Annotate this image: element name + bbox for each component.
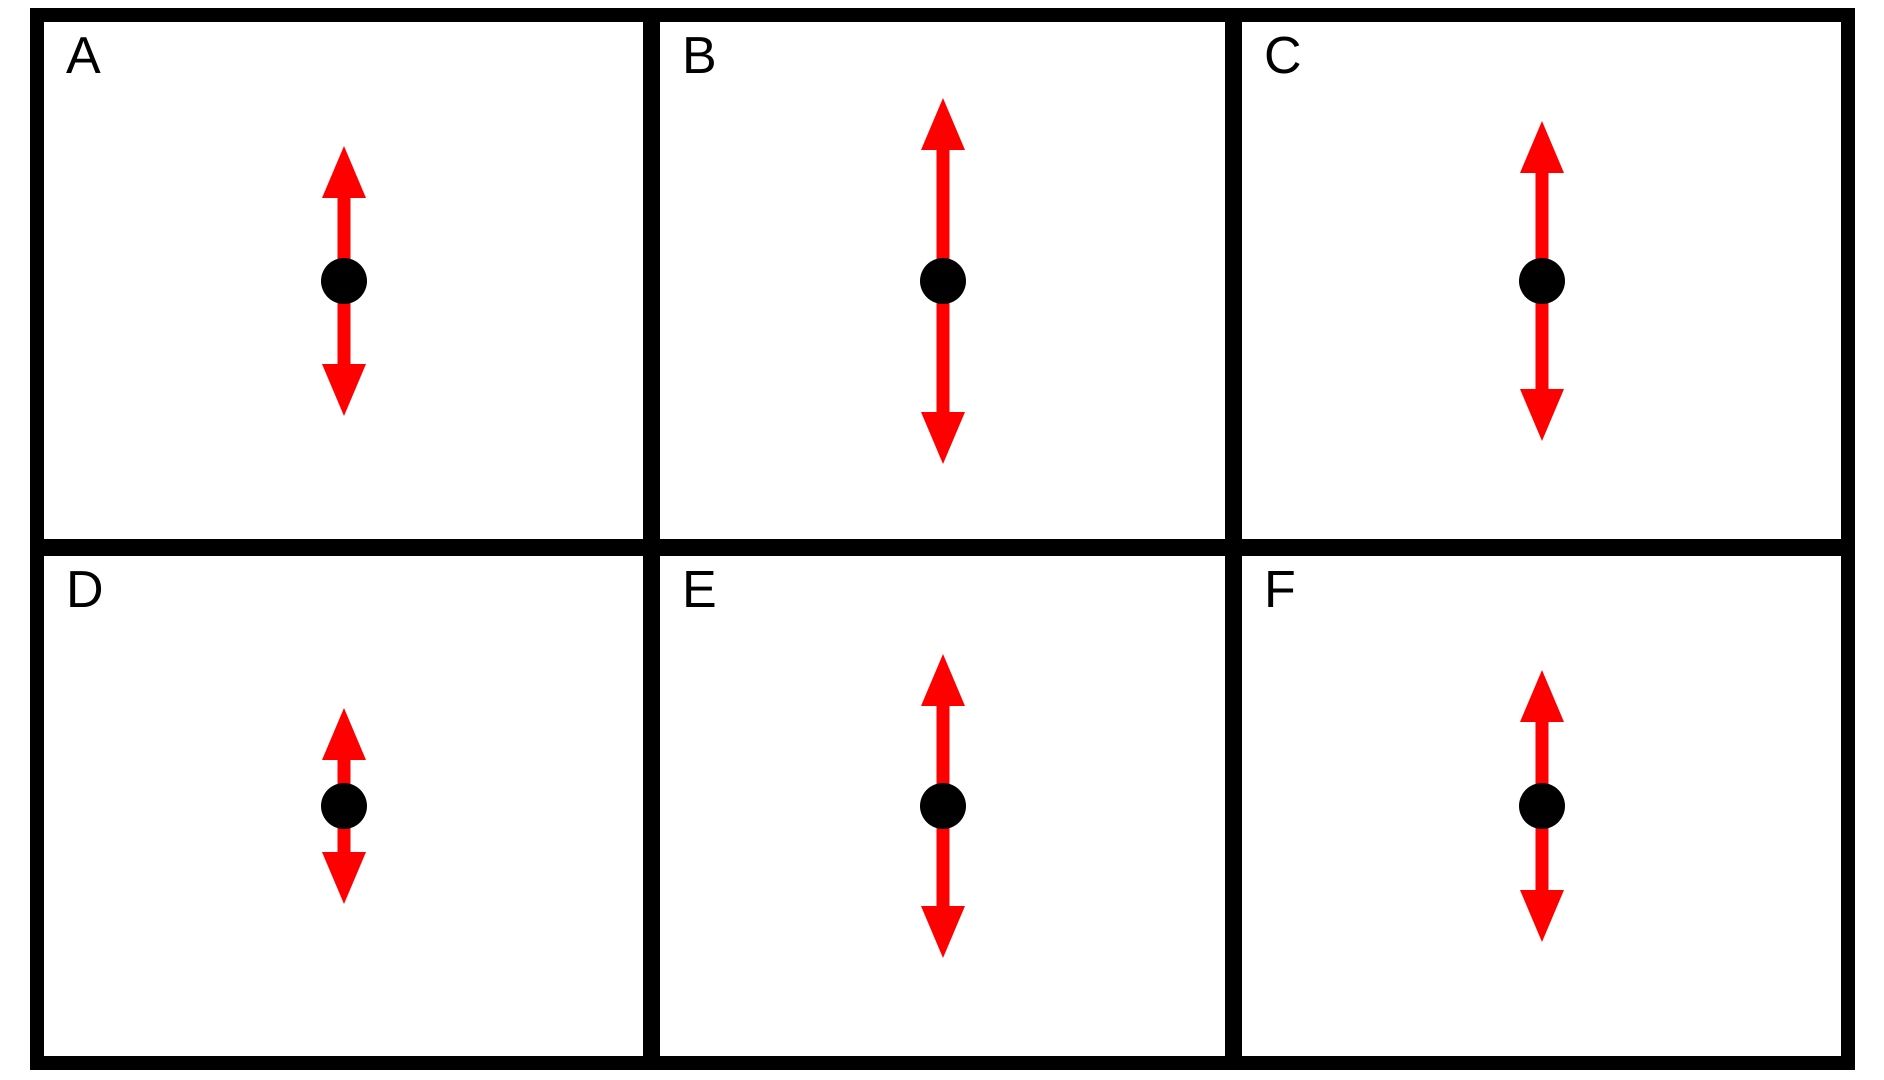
panel-a[interactable]: A [44, 22, 643, 539]
panel-a-stage [44, 22, 643, 539]
panel-label-c: C [1264, 27, 1302, 85]
particle-dot-e [919, 783, 966, 829]
oscillator-e [883, 654, 1003, 958]
oscillator-c [1482, 120, 1602, 441]
particle-dot-b [919, 257, 966, 304]
oscillator-b [883, 97, 1003, 464]
panel-e-stage [660, 556, 1225, 1056]
particle-dot-c [1518, 257, 1565, 304]
panel-c-stage [1242, 22, 1841, 539]
oscillator-f [1482, 670, 1602, 942]
panel-f-stage [1242, 556, 1841, 1056]
panel-c[interactable]: C [1242, 22, 1841, 539]
panel-label-a: A [66, 27, 101, 85]
particle-dot-a [320, 257, 367, 304]
double-headed-vertical-arrow-icon [920, 654, 965, 958]
panel-grid: A B C [30, 8, 1855, 1070]
panel-label-d: D [66, 561, 104, 619]
panel-d-stage [44, 556, 643, 1056]
particle-dot-d [320, 783, 367, 829]
panel-e[interactable]: E [643, 539, 1242, 1056]
panel-label-f: F [1264, 561, 1296, 619]
panel-b[interactable]: B [643, 22, 1242, 539]
oscillator-a [284, 145, 404, 416]
particle-dot-f [1518, 783, 1565, 829]
oscillator-d [284, 708, 404, 904]
panel-f[interactable]: F [1242, 539, 1841, 1056]
panel-label-b: B [682, 27, 717, 85]
panel-d[interactable]: D [44, 539, 643, 1056]
panel-b-stage [660, 22, 1225, 539]
panel-label-e: E [682, 561, 717, 619]
